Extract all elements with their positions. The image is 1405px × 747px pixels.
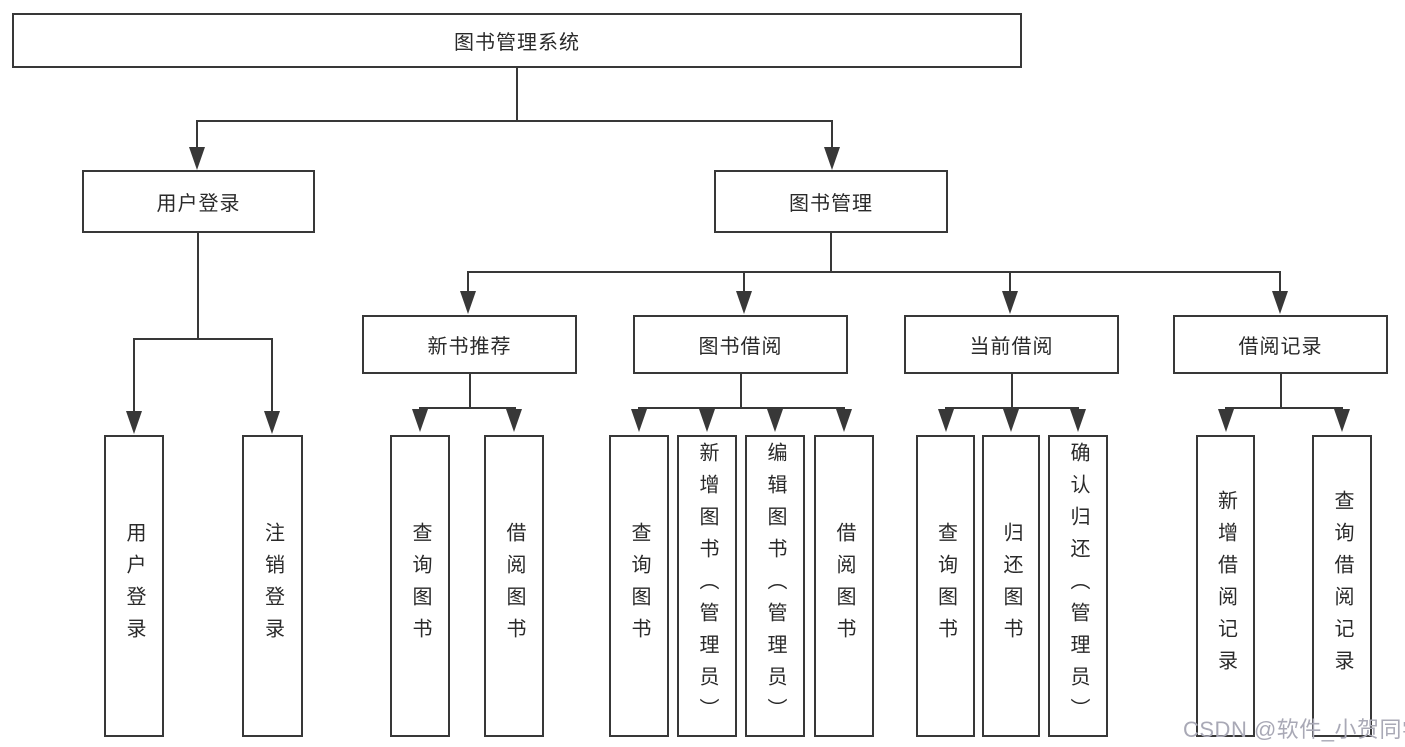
connector-line	[196, 120, 833, 122]
connector-line	[467, 271, 1281, 273]
leaf-nb-query-books-label: 查询图书	[409, 522, 431, 650]
connector-arrow-down-icon	[824, 147, 840, 170]
connector-line	[467, 271, 469, 292]
connector-arrow-down-icon	[836, 409, 852, 432]
leaf-cb-query-books: 查询图书	[916, 435, 975, 737]
connector-line	[419, 407, 516, 409]
leaf-bb-query-books-label: 查询图书	[628, 522, 650, 650]
node-library-management-system: 图书管理系统	[12, 13, 1022, 68]
connector-line	[1280, 374, 1282, 407]
leaf-cb-confirm-return-admin: 确认归还（管理员）	[1048, 435, 1108, 737]
leaf-bb-add-books-admin-label: 新增图书（管理员）	[696, 442, 718, 730]
leaf-br-add-record-label: 新增借阅记录	[1214, 490, 1237, 682]
leaf-br-query-record-label: 查询借阅记录	[1331, 490, 1353, 682]
connector-arrow-down-icon	[1334, 409, 1350, 432]
leaf-nb-borrow-books-label: 借阅图书	[503, 522, 525, 650]
node-borrowing-records: 借阅记录	[1173, 315, 1388, 374]
connector-arrow-down-icon	[1070, 409, 1086, 432]
connector-arrow-down-icon	[1272, 291, 1288, 314]
leaf-bb-query-books: 查询图书	[609, 435, 669, 737]
connector-line	[133, 338, 135, 412]
connector-arrow-down-icon	[460, 291, 476, 314]
node-user-login-branch: 用户登录	[82, 170, 315, 233]
leaf-bb-borrow-books-label: 借阅图书	[833, 522, 855, 650]
connector-line	[196, 120, 198, 148]
connector-arrow-down-icon	[767, 409, 783, 432]
connector-line	[831, 120, 833, 148]
connector-arrow-down-icon	[264, 411, 280, 434]
connector-line	[1225, 407, 1343, 409]
leaf-bb-edit-books-admin-label: 编辑图书（管理员）	[764, 442, 786, 730]
leaf-bb-add-books-admin: 新增图书（管理员）	[677, 435, 737, 737]
connector-arrow-down-icon	[631, 409, 647, 432]
connector-line	[1009, 271, 1011, 292]
connector-line	[133, 338, 273, 340]
leaf-logout-label: 注销登录	[261, 522, 284, 650]
connector-line	[1279, 271, 1281, 292]
connector-arrow-down-icon	[736, 291, 752, 314]
connector-line	[638, 407, 845, 409]
node-book-management-branch: 图书管理	[714, 170, 948, 233]
node-book-borrowing: 图书借阅	[633, 315, 848, 374]
leaf-cb-return-books-label: 归还图书	[1000, 522, 1022, 650]
connector-arrow-down-icon	[1003, 409, 1019, 432]
csdn-watermark: CSDN @软件_小贺同学	[1183, 717, 1405, 742]
connector-line	[516, 68, 518, 120]
connector-line	[469, 374, 471, 407]
connector-line	[830, 233, 832, 271]
leaf-logout: 注销登录	[242, 435, 303, 737]
connector-arrow-down-icon	[938, 409, 954, 432]
connector-arrow-down-icon	[1002, 291, 1018, 314]
connector-line	[1011, 374, 1013, 407]
connector-arrow-down-icon	[189, 147, 205, 170]
connector-line	[743, 271, 745, 292]
connector-arrow-down-icon	[126, 411, 142, 434]
leaf-cb-return-books: 归还图书	[982, 435, 1040, 737]
connector-arrow-down-icon	[412, 409, 428, 432]
node-new-book-recommend: 新书推荐	[362, 315, 577, 374]
leaf-nb-borrow-books: 借阅图书	[484, 435, 544, 737]
leaf-br-query-record: 查询借阅记录	[1312, 435, 1372, 737]
leaf-user-login: 用户登录	[104, 435, 164, 737]
leaf-nb-query-books: 查询图书	[390, 435, 450, 737]
connector-line	[271, 338, 273, 412]
leaf-user-login-label: 用户登录	[123, 522, 145, 650]
connector-arrow-down-icon	[506, 409, 522, 432]
connector-line	[740, 374, 742, 407]
connector-line	[945, 407, 1079, 409]
connector-line	[197, 233, 199, 338]
leaf-cb-confirm-return-admin-label: 确认归还（管理员）	[1067, 442, 1089, 730]
connector-arrow-down-icon	[1218, 409, 1234, 432]
node-current-borrowing: 当前借阅	[904, 315, 1119, 374]
leaf-cb-query-books-label: 查询图书	[934, 522, 957, 650]
leaf-bb-edit-books-admin: 编辑图书（管理员）	[745, 435, 805, 737]
leaf-bb-borrow-books: 借阅图书	[814, 435, 874, 737]
connector-arrow-down-icon	[699, 409, 715, 432]
leaf-br-add-record: 新增借阅记录	[1196, 435, 1255, 737]
